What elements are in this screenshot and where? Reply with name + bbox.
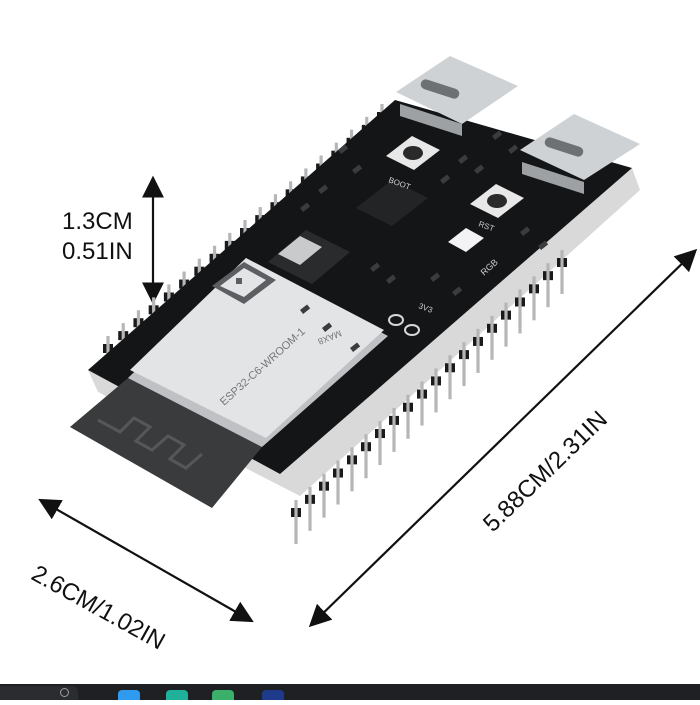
module-shield — [130, 258, 384, 438]
right-row-pin — [504, 302, 508, 347]
reset-button[interactable] — [470, 184, 524, 218]
smd-component — [430, 272, 441, 282]
smd-component — [318, 184, 329, 194]
right-row-pin — [336, 460, 340, 505]
right-row-pin — [350, 447, 354, 492]
smd-component — [458, 154, 469, 164]
left-row-pin — [197, 258, 201, 285]
left-row-pin — [152, 297, 156, 324]
left-row-pin — [121, 323, 125, 350]
smd-component — [520, 226, 531, 236]
boot-button[interactable] — [386, 136, 440, 170]
antenna-trace — [97, 416, 203, 470]
pin-hole — [404, 324, 420, 336]
smd-component — [386, 274, 397, 284]
smd-components — [300, 130, 549, 352]
right-row-pin — [532, 276, 536, 321]
width-dimension-arrow — [38, 498, 254, 623]
right-row-pin — [308, 486, 312, 531]
rgb-led — [448, 228, 484, 252]
right-row-pin — [476, 328, 480, 373]
store-icon[interactable] — [118, 690, 140, 700]
right-row-pin — [294, 500, 298, 544]
height-label-inch: 0.51IN — [62, 238, 133, 265]
search-icon[interactable] — [60, 688, 69, 697]
right-row-pin — [546, 263, 550, 308]
right-row-pin — [392, 407, 396, 452]
taskbar-search-box[interactable] — [0, 686, 78, 700]
smd-component — [300, 202, 311, 212]
right-row-pin — [378, 421, 382, 466]
smd-component — [337, 144, 349, 154]
edge-icon[interactable] — [166, 690, 188, 700]
right-row-pin — [322, 473, 326, 518]
smd-component — [300, 304, 311, 314]
left-row-pin — [106, 336, 110, 362]
right-row-pin — [434, 368, 438, 413]
smd-component — [349, 342, 361, 352]
right-row-pin — [448, 355, 452, 400]
smd-component — [452, 286, 463, 296]
smd-component — [352, 164, 363, 174]
antenna-area — [70, 378, 262, 508]
smd-component — [322, 322, 333, 332]
right-row-pin — [518, 289, 522, 334]
smd-component — [474, 164, 485, 174]
left-row-pin — [167, 284, 171, 311]
module-qr-code — [212, 262, 276, 304]
pin-hole — [388, 314, 404, 326]
usb-chip — [356, 180, 428, 226]
length-dimension-arrow — [308, 248, 698, 628]
smd-component — [440, 174, 451, 184]
voltage-regulator — [268, 230, 350, 284]
height-label-cm: 1.3CM — [62, 208, 133, 235]
header-pins-right — [291, 250, 567, 544]
left-row-pin — [182, 271, 186, 298]
usb-c-port-1[interactable] — [396, 56, 518, 136]
usb-c-port-2[interactable] — [520, 114, 640, 194]
smd-component — [508, 144, 519, 154]
right-row-pin — [490, 315, 494, 360]
right-row-pin — [364, 434, 368, 479]
right-row-pin — [462, 342, 466, 387]
taskbar — [0, 684, 700, 700]
right-row-pin — [560, 250, 564, 294]
left-row-pin — [136, 310, 141, 337]
smd-component — [538, 240, 549, 250]
smd-component — [491, 130, 503, 140]
right-row-pin — [406, 394, 410, 439]
right-row-pin — [420, 381, 424, 426]
terminal-icon[interactable] — [262, 690, 284, 700]
smd-component — [370, 262, 381, 272]
chat-icon[interactable] — [212, 690, 234, 700]
pcb-edge — [88, 168, 640, 496]
